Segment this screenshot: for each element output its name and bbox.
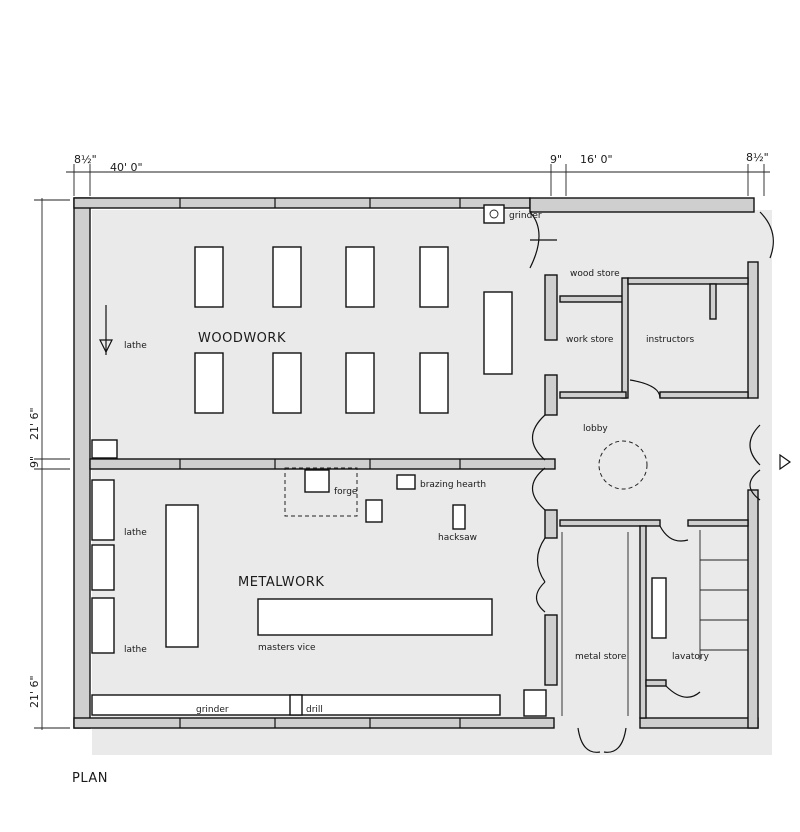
- plan-title: PLAN: [72, 771, 108, 786]
- wood-store-label: wood store: [570, 269, 620, 279]
- metalwork-label: METALWORK: [238, 575, 324, 590]
- dim-left-span-2: 21' 6": [28, 675, 41, 708]
- woodwork-benches: [194, 246, 513, 414]
- wood-lathe-symbol: [99, 305, 113, 355]
- entrance-marker: [779, 453, 792, 471]
- dim-top-wall-right: 8½": [746, 151, 769, 164]
- lathe-wood-label: lathe: [124, 341, 147, 351]
- lobby-label: lobby: [583, 424, 608, 434]
- lavatory-stalls: [651, 530, 748, 660]
- dim-left-span-1: 21' 6": [28, 407, 41, 440]
- door-swings: [529, 211, 774, 753]
- metal-store-shelves: [561, 532, 629, 716]
- dim-top-wall: 8½": [74, 153, 97, 166]
- hacksaw-label: hacksaw: [438, 533, 477, 543]
- lobby-circle: [598, 440, 648, 490]
- forge-label: forge: [334, 487, 358, 497]
- dim-top-span-1: 40' 0": [110, 161, 143, 174]
- dim-top-span-2: 16' 0": [580, 153, 613, 166]
- dim-left-partition: 9": [28, 456, 41, 468]
- woodwork-label: WOODWORK: [198, 331, 286, 346]
- interior-partitions: [559, 277, 749, 719]
- outer-walls: [73, 197, 759, 729]
- work-store-label: work store: [566, 335, 614, 345]
- dimension-lines: [34, 164, 770, 730]
- grinder-top-label: grinder: [509, 211, 542, 221]
- window-mullions: [179, 198, 461, 728]
- lathe-metal-1-label: lathe: [124, 528, 147, 538]
- masters-vice-label: masters vice: [258, 643, 316, 653]
- woodwork-box: [91, 439, 118, 459]
- grinder-bottom-label: grinder: [196, 705, 229, 715]
- lathe-metal-2-label: lathe: [124, 645, 147, 655]
- metalwork-fixtures: [91, 467, 547, 717]
- brazing-hearth-label: brazing hearth: [420, 480, 486, 490]
- drill-label: drill: [306, 705, 323, 715]
- metal-store-label: metal store: [575, 652, 627, 662]
- instructors-label: instructors: [646, 335, 695, 345]
- grinder-top-symbol: [483, 204, 505, 224]
- lavatory-label: lavatory: [672, 652, 710, 662]
- dim-top-partition: 9": [550, 153, 562, 166]
